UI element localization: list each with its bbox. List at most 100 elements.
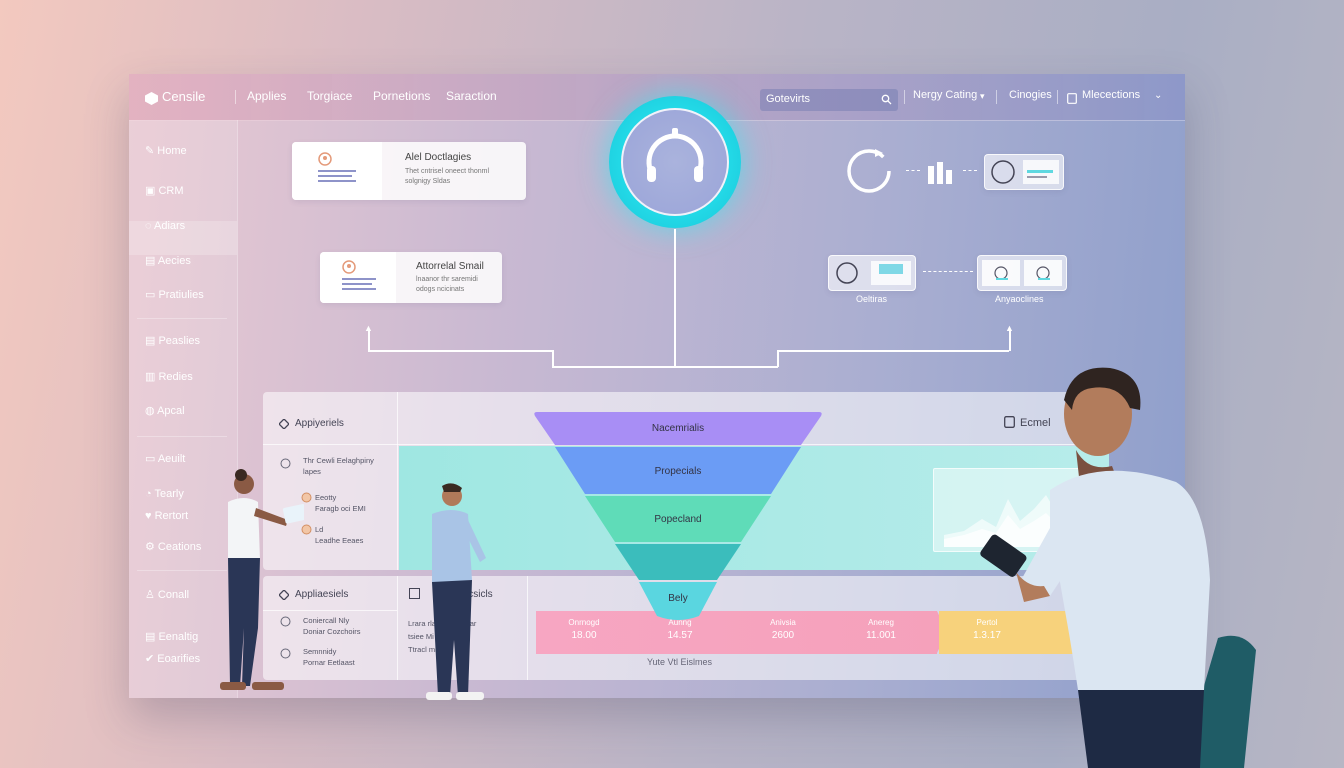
list-item-title[interactable]: Coniercall Nly [303,616,350,625]
sidebar-item-label: Ceations [157,541,202,553]
person-man-with-phone [980,367,1256,768]
divider [1057,90,1058,104]
connector-line [368,329,370,351]
nav-item-saraction[interactable]: Saraction [446,89,497,103]
metric-anivsia[interactable]: Anivsia 2600 [753,618,813,641]
panel-divider [397,392,398,570]
sidebar-item-label: Conall [157,589,190,601]
app-logo-text[interactable]: Censile [162,89,206,104]
account-menu[interactable]: Mlecections [1082,89,1141,101]
node-detail [982,260,1020,286]
search-box[interactable]: Gotevirts [760,89,898,111]
funnel-stage-1[interactable] [534,412,822,445]
connector-line [552,366,778,368]
chevron-down-icon[interactable]: ⌄ [1154,90,1163,101]
sidebar-item-home[interactable]: ✎ Home [145,145,187,157]
cycle-icon [991,160,1015,184]
metric-pertol[interactable]: Pertol 1.3.17 [957,618,1017,641]
sidebar-item-tearly[interactable]: ◔ Tearly [145,488,184,500]
document-icon [1067,93,1077,104]
metric-onrnogd[interactable]: Onrnogd 18.00 [554,618,614,641]
list-item-title[interactable]: Eeotty [315,493,337,502]
panel-right-label[interactable]: Ecmel [1020,417,1051,429]
nav-link-cinogies[interactable]: Cinogies [1009,89,1052,101]
sidebar-item-adiars[interactable]: ◌ Adiars [145,220,186,232]
list-item-title[interactable]: Semnnidy [303,647,337,656]
connector-line [777,350,779,367]
connector-line [552,350,554,367]
node-label-oeltiras: Oeltiras [856,294,888,304]
workflow-node-card[interactable] [977,255,1067,291]
flow-card-doctlagies[interactable]: Alel Doctlagies Thet cntrisel oneect tho… [292,142,526,200]
search-icon[interactable] [881,94,892,105]
sidebar-divider [137,318,227,319]
sidebar-item-rertort[interactable]: ♥ Rertort [145,510,189,522]
funnel-stage-5[interactable] [639,582,717,620]
bar-chart-icon [928,162,952,184]
metric-value: 14.57 [667,630,693,641]
central-hub[interactable] [609,96,741,228]
connector-dash [963,170,977,171]
sidebar-item-redies[interactable]: ▥ Redies [145,371,193,383]
circle-icon [280,458,291,469]
sidebar-item-ceations[interactable]: ⚙ Ceations [145,541,202,553]
connector-dash [906,170,920,171]
metric-label: Anereg [868,618,894,627]
sidebar-item-aecies[interactable]: ▤ Aecies [145,255,191,267]
profile-icon [318,152,356,182]
chevron-down-icon[interactable]: ▾ [980,91,985,101]
nav-item-templates[interactable]: Torgiace [307,89,353,103]
sidebar-item-label: Redies [158,371,193,383]
flow-card-thumb [320,252,396,303]
sidebar-item-peaslies[interactable]: ▤ Peaslies [145,335,201,347]
node-detail [1023,160,1059,184]
panel-header: Appiyeriels [295,418,344,429]
dropdown-energy-rating[interactable]: Nergy Cating [913,89,978,101]
list-item-subtitle: Leadhe Eeaes [315,536,364,545]
nav-item-applies[interactable]: Applies [247,89,287,103]
metric-aunng[interactable]: Aunng 14.57 [650,618,710,641]
checkbox-icon[interactable] [409,588,420,599]
sidebar-item-eoarifies[interactable]: ✔ Eoarifies [145,653,201,665]
sidebar-item-pratiulies[interactable]: ▭ Pratiulies [145,289,204,301]
funnel-label-2: Propecials [654,466,702,477]
flow-card-subtitle: odogs ncicinats [416,286,465,293]
document-icon [1004,416,1015,428]
funnel-stage-2[interactable] [555,447,801,494]
connector-line [674,229,676,367]
metric-label: Pertol [976,618,998,627]
sidebar-item-label: Aecies [157,255,191,267]
refresh-cycle-icon [847,149,891,193]
metric-label: Onrnogd [568,618,600,627]
sidebar-item-aeuilt[interactable]: ▭ Aeuilt [145,453,186,465]
metric-label: Anivsia [770,618,796,627]
metric-value: 2600 [771,630,795,641]
sidebar-active-highlight [129,221,237,255]
workflow-node-card[interactable] [984,154,1064,190]
metric-label: Aunng [668,618,692,627]
flow-card-thumb [292,142,382,200]
metric-anereg[interactable]: Anereg 11.001 [851,618,911,641]
sidebar-divider [137,436,227,437]
sidebar-item-crm[interactable]: ▣ CRM [145,185,184,197]
flow-card-automated-email[interactable]: Attorrelal Smail lnaanor thr saremidi od… [320,252,502,303]
column-header: Dcsicls [461,589,493,600]
list-item-title[interactable]: Thr Cewli Eelaghpiny [303,456,374,465]
workflow-node-card[interactable] [828,255,916,291]
node-label-anyaoclines: Anyaoclines [995,294,1044,304]
sidebar-item-apcal[interactable]: ◍ Apcal [145,405,185,417]
sidebar-item-label: Rertort [154,510,189,522]
divider [996,90,997,104]
funnel-stage-3[interactable] [585,496,771,542]
list-item-subtitle: Pornar Eetlaast [303,658,355,667]
diamond-icon [279,590,289,600]
funnel-stage-4[interactable] [615,544,741,580]
nav-item-promotions[interactable]: Pornetions [373,89,431,103]
sidebar-item-eenaltig[interactable]: ▤ Eenaltig [145,631,199,643]
search-input[interactable]: Gotevirts [766,93,811,105]
flow-card-title: Alel Doctlagies [405,152,472,163]
list-item-title[interactable]: Ld [315,525,324,534]
sales-funnel[interactable] [533,410,823,622]
sidebar-item-conall[interactable]: ♙ Conall [145,589,190,601]
metrics-strip-yellow [939,611,1075,654]
